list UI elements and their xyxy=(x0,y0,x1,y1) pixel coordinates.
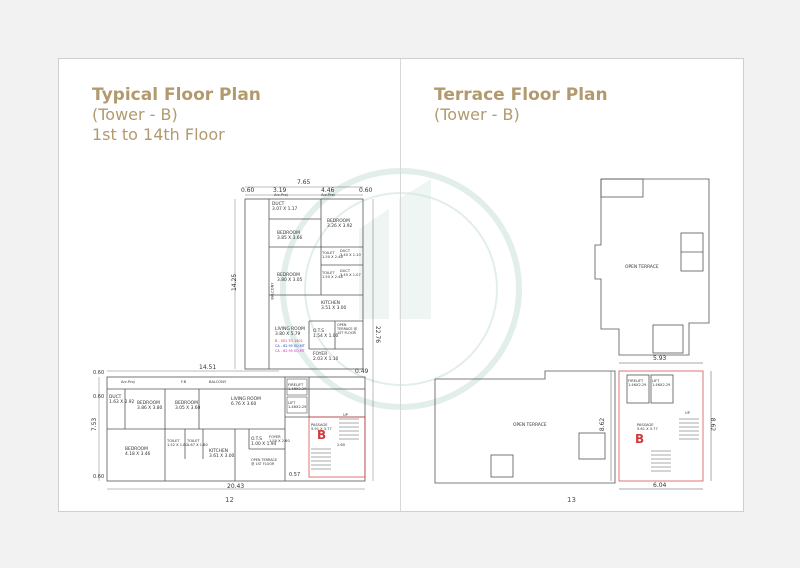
terrace-dim-left-height: 8.62 xyxy=(599,417,607,432)
dim-top-a: 3.19 xyxy=(273,187,287,194)
rera-watermark-seal xyxy=(280,168,522,410)
dim-top-total: 7.65 xyxy=(297,179,311,186)
terrace-dim-right-height: 8.62 xyxy=(709,417,717,432)
dim-bl-c: 0.60 xyxy=(93,474,105,480)
terrace-dim-bottom-width: 6.04 xyxy=(653,482,667,489)
typical-floor-plan xyxy=(98,186,374,490)
balcony-label-lower: BALCONY xyxy=(209,380,227,384)
arc-proj-label-2: Arc.Proj xyxy=(321,193,335,197)
dim-mid-right: 0.49 xyxy=(355,368,369,375)
area-note-red: B - 501 TO 1401 xyxy=(275,339,303,343)
dim-top-left-margin: 0.60 xyxy=(241,187,255,194)
brochure-spread: Typical Floor Plan (Tower - B) 1st to 14… xyxy=(58,58,744,512)
dim-top-b: 4.46 xyxy=(321,187,335,194)
room-open-terrace-bottom: OPEN TERRACE @ 1ST FLOOR xyxy=(251,458,278,466)
page-number-left: 12 xyxy=(225,496,234,504)
tower-mark-right: B xyxy=(635,432,645,446)
arc-proj-label-1: Arc.Proj xyxy=(274,193,288,197)
page-number-right: 13 xyxy=(567,496,576,504)
page-fold xyxy=(400,59,401,511)
arc-proj-label-3: Arc.Proj xyxy=(121,380,135,384)
area-note-pink: CA - 62.95 SQ.MT xyxy=(275,349,305,353)
dim-bl-a: 0.60 xyxy=(93,370,105,376)
area-note-blue: CA - 62.95 SQ.MT xyxy=(275,344,305,348)
left-page-title: Typical Floor Plan xyxy=(92,85,261,105)
stair-up-left: UP xyxy=(343,413,348,417)
left-page-subtitle-tower: (Tower - B) xyxy=(92,105,178,124)
dim-top-right-margin: 0.60 xyxy=(359,187,373,194)
dim-mid-width: 14.51 xyxy=(199,364,217,371)
terrace-open-terrace-top: OPEN TERRACE xyxy=(625,265,659,270)
dim-bl-b: 0.60 xyxy=(93,394,105,400)
left-page-subtitle-floors: 1st to 14th Floor xyxy=(92,125,225,144)
terrace-open-terrace-bottom: OPEN TERRACE xyxy=(513,423,547,428)
dim-bottom-width: 20.43 xyxy=(227,483,245,490)
right-page-subtitle-tower: (Tower - B) xyxy=(434,105,520,124)
stair-up-right: UP xyxy=(685,411,690,415)
stair-width-left: 2.60 xyxy=(337,443,346,447)
terrace-floor-plan xyxy=(434,178,712,490)
terrace-dim-core-width: 5.93 xyxy=(653,355,667,362)
right-page-title: Terrace Floor Plan xyxy=(434,85,608,105)
tower-mark-left: B xyxy=(317,428,327,442)
room-open-terrace-top: OPEN TERRACE @ 1ST FLOOR xyxy=(337,323,358,335)
dim-bottom-right: 0.57 xyxy=(289,472,301,478)
fb-label: F.B xyxy=(181,380,187,384)
